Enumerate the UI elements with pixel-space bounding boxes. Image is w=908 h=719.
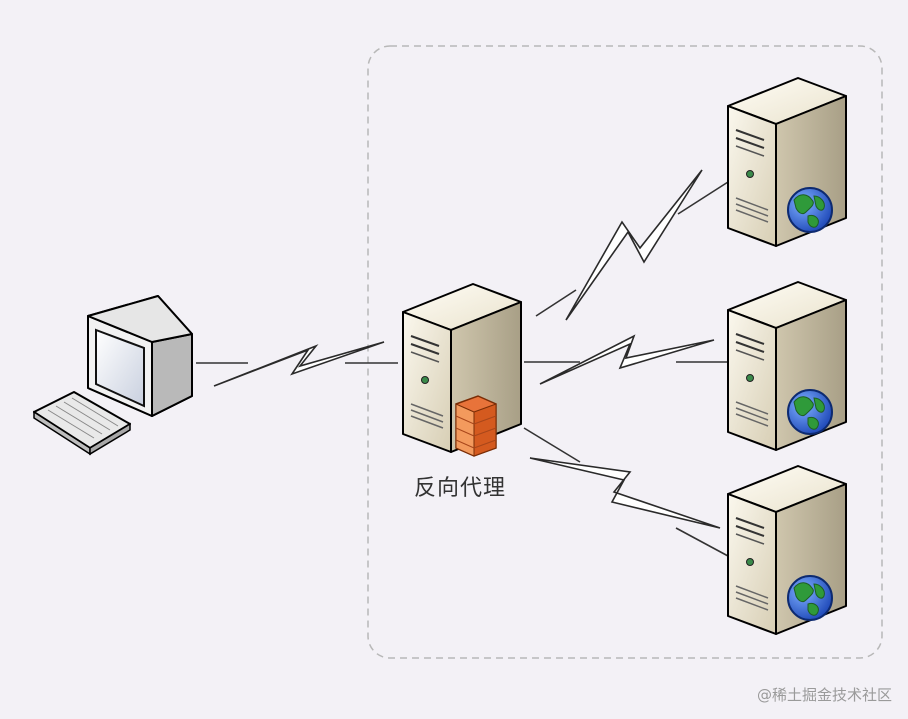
watermark: @稀土掘金技术社区: [756, 686, 892, 704]
globe-icon: [787, 187, 833, 233]
lightning-link-icon: [535, 169, 729, 321]
lightning-link-icon: [523, 427, 729, 557]
firewall-icon: [455, 395, 497, 457]
proxy-label: 反向代理: [413, 476, 506, 501]
keyboard-icon: [33, 391, 131, 456]
proxy-region-border: [367, 45, 883, 659]
lightning-link-icon: [196, 341, 398, 387]
globe-icon: [787, 575, 833, 621]
client-computer-icon: [87, 295, 193, 417]
lightning-link-icon: [524, 334, 728, 385]
globe-icon: [787, 389, 833, 435]
